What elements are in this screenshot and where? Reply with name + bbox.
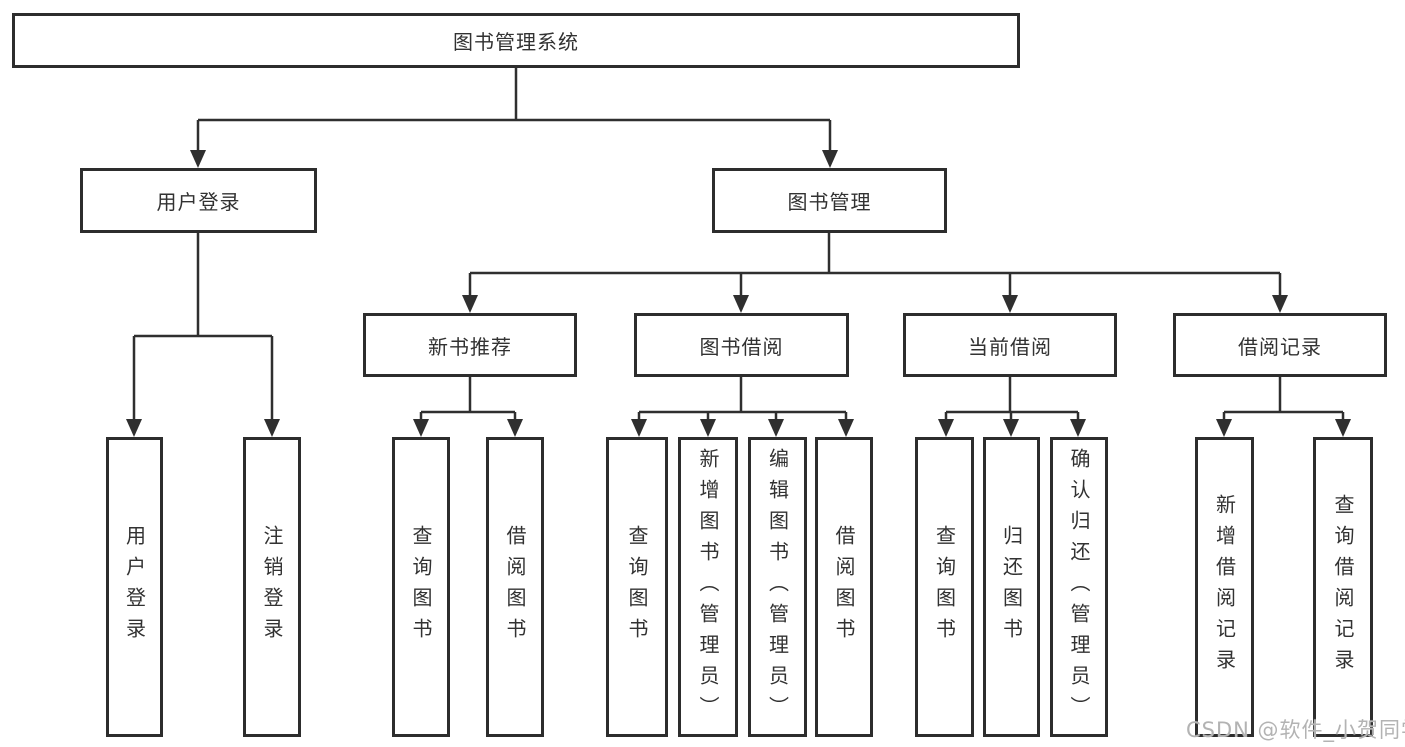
node-label: 当前借阅 [968,334,1052,359]
node-label: 借阅图书 [832,525,856,649]
node-library-management-system: 图书管理系统 [12,13,1020,68]
node-label: 新书推荐 [428,334,512,359]
node-label: 注销登录 [260,525,284,649]
leaf-logout: 注销登录 [243,437,301,737]
node-label: 查询图书 [409,525,433,649]
node-label: 编辑图书（管理员） [765,447,790,727]
node-label: 查询借阅记录 [1331,494,1355,680]
node-label: 新增借阅记录 [1212,494,1237,680]
leaf-query-books-recommend: 查询图书 [392,437,450,737]
node-book-borrowing: 图书借阅 [634,313,849,377]
leaf-add-borrow-record: 新增借阅记录 [1195,437,1254,737]
node-label: 查询图书 [932,525,957,649]
node-label: 新增图书（管理员） [696,447,720,727]
node-label: 图书管理系统 [453,30,579,54]
node-label: 借阅记录 [1238,334,1322,359]
node-book-management: 图书管理 [712,168,947,233]
csdn-watermark: CSDN @软件_小贺同学 [1186,718,1405,742]
node-label: 确认归还（管理员） [1067,447,1091,727]
leaf-query-books-current: 查询图书 [915,437,974,737]
node-label: 查询图书 [625,525,649,649]
node-label: 图书管理 [787,190,872,214]
node-label: 图书借阅 [699,334,784,359]
node-new-book-recommend: 新书推荐 [363,313,577,377]
leaf-add-books-admin: 新增图书（管理员） [678,437,738,737]
node-current-borrowing: 当前借阅 [903,313,1117,377]
node-label: 用户登录 [156,190,241,214]
leaf-confirm-return-admin: 确认归还（管理员） [1050,437,1108,737]
node-label: 归还图书 [999,525,1024,649]
node-user-login-group: 用户登录 [80,168,317,233]
node-label: 借阅图书 [503,525,527,649]
leaf-return-books: 归还图书 [983,437,1040,737]
node-borrowing-records: 借阅记录 [1173,313,1387,377]
leaf-query-borrow-record: 查询借阅记录 [1313,437,1373,737]
leaf-borrow-books-recommend: 借阅图书 [486,437,544,737]
node-label: 用户登录 [122,525,147,649]
leaf-borrow-books-borrowing: 借阅图书 [815,437,873,737]
leaf-edit-books-admin: 编辑图书（管理员） [748,437,807,737]
leaf-query-books-borrowing: 查询图书 [606,437,668,737]
leaf-user-login: 用户登录 [106,437,163,737]
